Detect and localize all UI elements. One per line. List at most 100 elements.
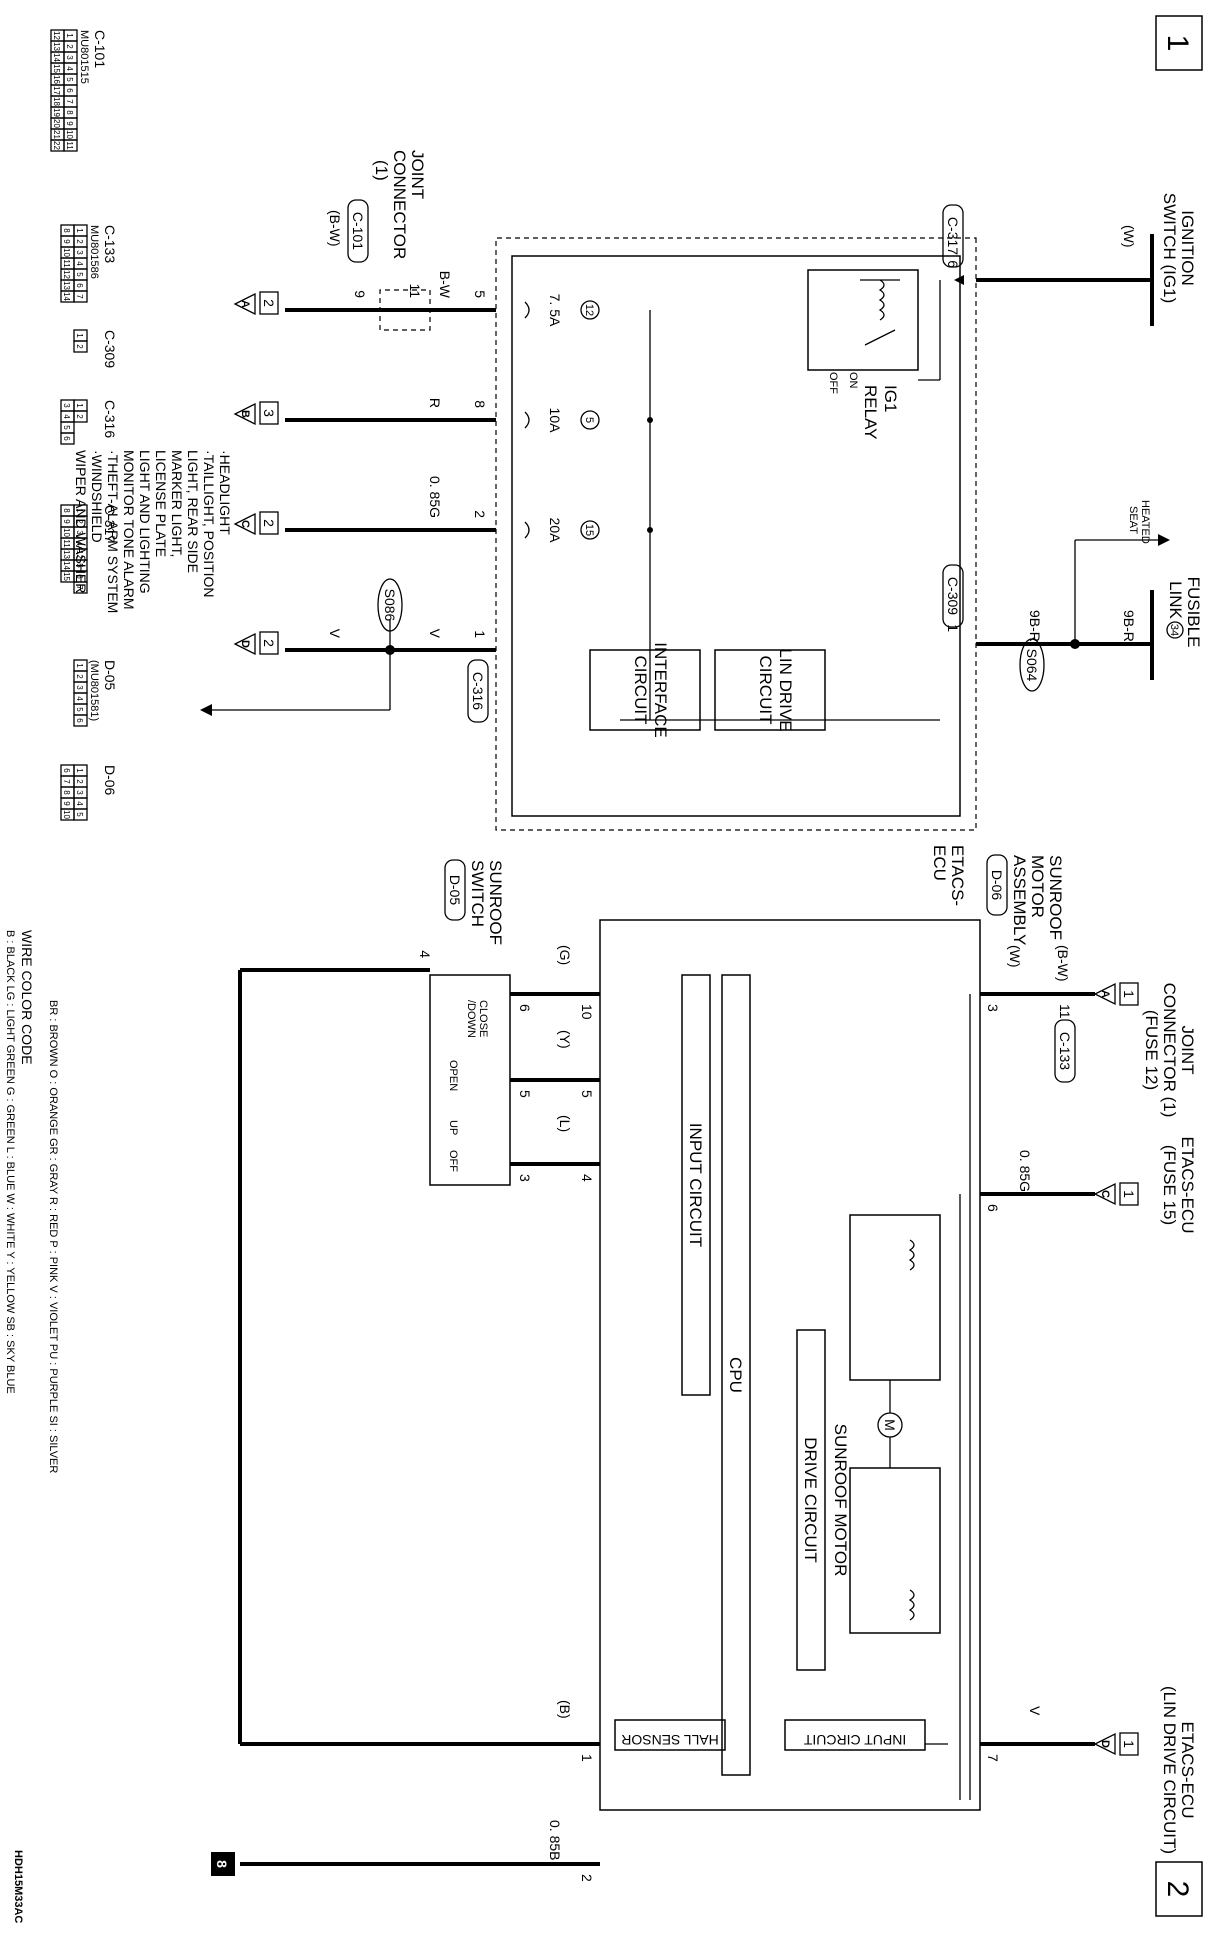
connector-pin: 6 <box>75 718 84 723</box>
svg-text:INPUT CIRCUIT: INPUT CIRCUIT <box>803 1732 906 1748</box>
connector-name-d06: D-06 <box>102 765 118 796</box>
heated-seat-label-2: SEAT <box>1127 506 1139 534</box>
lin-drive-label: LIN DRIVE <box>776 648 795 731</box>
etacs-lin-label: ETACS-ECU <box>1178 1722 1197 1819</box>
connector-pin: 5 <box>75 707 84 712</box>
svg-text:8: 8 <box>472 400 488 408</box>
input-circuit-left-box <box>681 974 711 1396</box>
connector-pin: 1 <box>75 508 84 513</box>
connector-pin: 5 <box>75 272 84 277</box>
connector-part-c101: MU801515 <box>78 30 90 84</box>
connector-part-d05: (MU801581) <box>88 660 100 721</box>
svg-text:C: C <box>239 520 251 528</box>
svg-text:11: 11 <box>1057 1004 1073 1019</box>
connector-pin: 1 <box>65 33 74 38</box>
wire-r-label: R <box>427 398 443 408</box>
d05-tag <box>444 859 466 921</box>
etacs-ecu-label-2: ECU <box>930 845 949 881</box>
bottom-arrow-d: 1 D <box>1093 1732 1139 1756</box>
ignition-switch-label-2: SWITCH (IG1) <box>1160 193 1179 304</box>
connector-pin: 12 <box>75 550 84 559</box>
connector-pin: 15 <box>62 572 71 581</box>
connector-pin: 8 <box>62 790 71 795</box>
sunroof-motor-asm-label: SUNROOF <box>1046 855 1065 940</box>
svg-text:9: 9 <box>352 290 368 298</box>
svg-text:B: B <box>239 410 251 418</box>
svg-text:4: 4 <box>579 1174 595 1182</box>
svg-text:0. 85G: 0. 85G <box>1017 1150 1033 1192</box>
svg-text:WIPER AND WASHER: WIPER AND WASHER <box>73 450 89 593</box>
connector-c101: C-101MU801515123456789101112131415161718… <box>50 29 108 152</box>
svg-text:2: 2 <box>261 299 277 307</box>
connector-pin: 10 <box>62 810 71 819</box>
svg-text:MONITOR TONE ALARM: MONITOR TONE ALARM <box>121 450 137 609</box>
wire-9br-label: 9B-R <box>1027 610 1043 642</box>
svg-text:MOTOR: MOTOR <box>1028 855 1047 918</box>
relay-coil <box>878 279 885 321</box>
ig1-relay-label-2: RELAY <box>861 385 880 440</box>
cpu-label: CPU <box>726 1357 745 1393</box>
fuse12-symbol <box>524 301 530 319</box>
connector-pin: 18 <box>52 97 61 106</box>
svg-text:·THEFT-ALARM SYSTEM: ·THEFT-ALARM SYSTEM <box>105 450 121 613</box>
connector-pin: 3 <box>75 685 84 690</box>
connector-pin: 4 <box>75 261 84 266</box>
etacs-fuse-label: ETACS-ECU <box>1178 1137 1197 1234</box>
svg-text:10: 10 <box>579 1004 595 1020</box>
connector-pin: 17 <box>52 86 61 95</box>
c309-tag-text: C-309 <box>945 577 961 615</box>
sunroof-switch-label: SUNROOF <box>486 860 505 945</box>
joint-connector-label-2: CONNECTOR <box>390 150 409 259</box>
svg-text:MARKER LIGHT,: MARKER LIGHT, <box>169 450 185 557</box>
connector-pin: 4 <box>75 696 84 701</box>
wire-bw-label: B-W <box>437 271 453 299</box>
bottom-arrow-c: 1 C <box>1093 1182 1139 1206</box>
open-label: OPEN <box>447 1060 459 1091</box>
joint-connector-label-3: (1) <box>372 160 391 181</box>
fuse12-rating: 7. 5A <box>547 294 563 327</box>
motor-relay-2 <box>849 1467 941 1634</box>
connector-pin: 3 <box>62 403 71 408</box>
svg-text:(W): (W) <box>1007 945 1023 968</box>
ig1-relay-label: IG1 <box>881 385 900 412</box>
arrow-tag-c: 2 C <box>233 511 279 536</box>
svg-text:/DOWN: /DOWN <box>465 1000 477 1038</box>
svg-text:2: 2 <box>261 519 277 527</box>
connector-pin: 3 <box>65 55 74 60</box>
connector-name-c317: C-317 <box>102 505 118 543</box>
svg-text:(B-W): (B-W) <box>1055 945 1071 982</box>
wire-color-code-line-2: BR : BROWN O : ORANGE GR : GRAY R : RED … <box>47 1000 59 1473</box>
svg-text:3: 3 <box>261 409 277 417</box>
connector-pin: 2 <box>75 779 84 784</box>
connector-cell <box>50 139 65 152</box>
connector-pin: 14 <box>62 292 71 301</box>
heated-seat-label: HEATED <box>1139 500 1151 544</box>
connector-cell <box>60 808 75 821</box>
svg-text:C-133: C-133 <box>1057 1032 1073 1070</box>
heated-seat-arrow <box>1158 534 1170 546</box>
svg-text:(B): (B) <box>557 1700 573 1719</box>
sunroof-motor-assembly-box <box>599 919 981 1811</box>
connector-pin: 9 <box>65 121 74 126</box>
svg-text:·HEADLIGHT: ·HEADLIGHT <box>217 450 233 535</box>
page-number-1: 1 <box>1161 35 1194 52</box>
connector-pin: 8 <box>62 508 71 513</box>
svg-text:HALL SENSOR: HALL SENSOR <box>621 1732 719 1748</box>
connector-cell <box>60 432 75 445</box>
up-label: UP <box>447 1120 459 1135</box>
connector-pin: 11 <box>65 141 74 150</box>
interface-label: INTERFACE <box>651 642 670 737</box>
svg-text:6: 6 <box>517 1004 533 1012</box>
connector-pin: 1 <box>75 663 84 668</box>
connector-pin: 4 <box>75 541 84 546</box>
connector-pin: 1 <box>75 768 84 773</box>
feed-list: ·HEADLIGHT ·TAILLIGHT, POSITION LIGHT, R… <box>73 450 233 613</box>
svg-text:V: V <box>427 629 443 639</box>
connector-name-c316: C-316 <box>102 400 118 438</box>
svg-text:ASSEMBLY: ASSEMBLY <box>1010 855 1029 945</box>
svg-text:6: 6 <box>985 1204 1001 1212</box>
